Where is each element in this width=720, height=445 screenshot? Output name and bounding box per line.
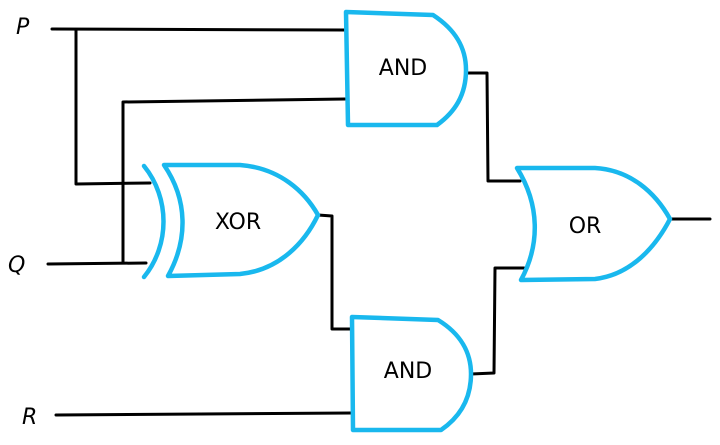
wire-and-bottom-to-or: [469, 266, 526, 376]
and-gate-top-label: AND: [379, 56, 427, 81]
and-gate-top-body: [343, 9, 469, 128]
wire-p-to-and-top: [50, 27, 347, 32]
input-label-q: Q: [8, 253, 25, 278]
xor-gate-body: [161, 162, 321, 279]
and-gate-bottom: AND: [349, 314, 474, 433]
input-label-r: R: [22, 405, 37, 430]
or-gate: OR: [514, 165, 673, 283]
wire-r-to-and-bottom: [54, 411, 354, 417]
wire-q-to-xor: [46, 261, 148, 266]
or-gate-body: [514, 165, 673, 283]
wire-p-to-xor: [74, 28, 152, 186]
wire-xor-to-and-bottom: [316, 213, 354, 331]
xor-gate: XOR: [141, 162, 321, 280]
and-gate-bottom-label: AND: [384, 359, 432, 384]
wires: [46, 27, 712, 417]
xor-gate-label: XOR: [215, 210, 261, 235]
and-gate-top: AND: [343, 9, 469, 128]
and-gate-bottom-body: [349, 314, 474, 433]
wire-and-top-to-or: [464, 71, 522, 183]
wire-q-to-and-top: [121, 97, 347, 265]
or-gate-label: OR: [569, 214, 602, 239]
xor-gate-input-curve: [141, 163, 166, 280]
input-label-p: P: [16, 15, 30, 40]
